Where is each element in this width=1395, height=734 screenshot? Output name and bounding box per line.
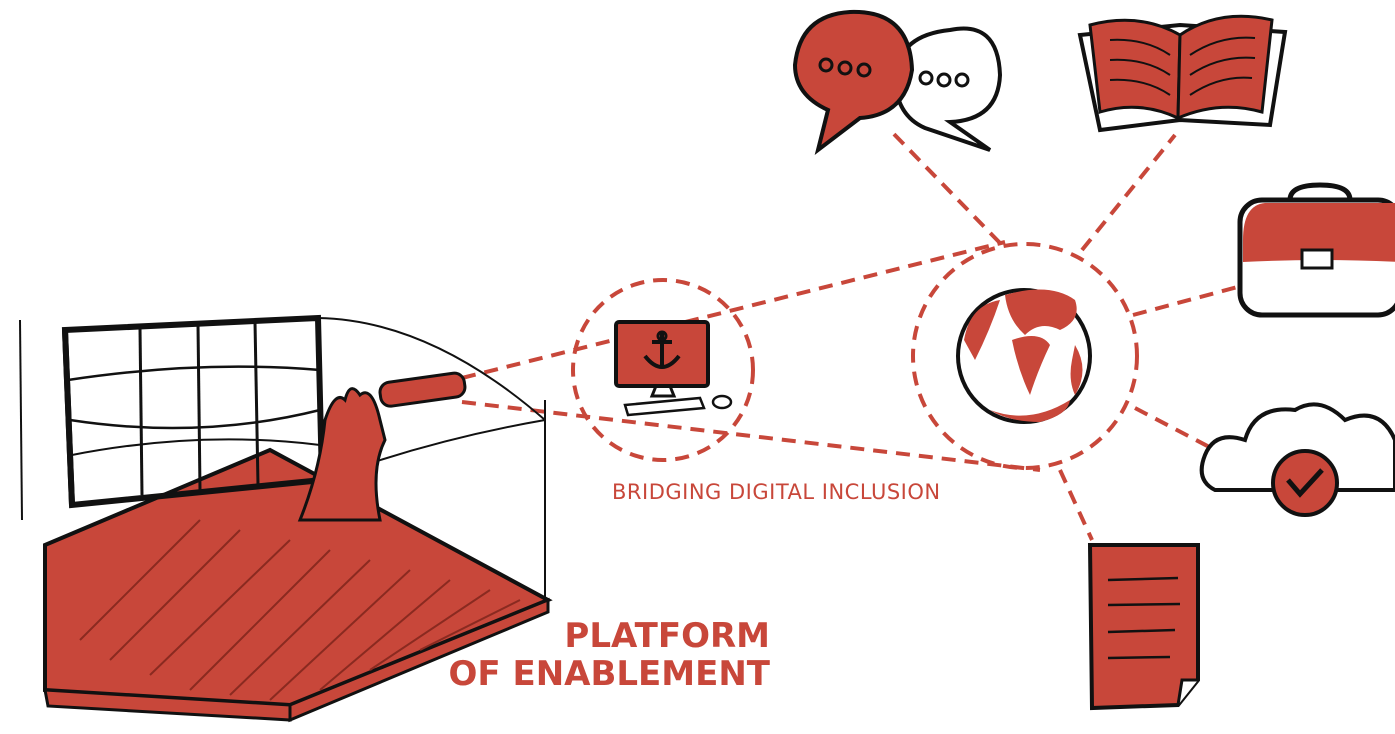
connector-document bbox=[1058, 469, 1094, 541]
connector-briefcase bbox=[1132, 283, 1246, 317]
chat-bubbles-icon bbox=[792, 9, 1003, 156]
headline-line-2: OF ENABLEMENT bbox=[448, 654, 770, 694]
connector-cloud bbox=[1134, 406, 1216, 452]
briefcase-icon bbox=[1237, 182, 1395, 318]
globe-icon bbox=[956, 288, 1092, 424]
caption-label: BRIDGING DIGITAL INCLUSION bbox=[612, 480, 941, 504]
globe-ring bbox=[911, 242, 1139, 470]
connector-chat bbox=[888, 128, 1002, 245]
cloud-check-icon bbox=[1199, 402, 1395, 517]
connector-platform-bottom bbox=[461, 400, 1041, 472]
headline-line-1: PLATFORM bbox=[564, 616, 770, 656]
document-icon bbox=[1087, 543, 1200, 711]
connector-book bbox=[1080, 133, 1177, 252]
headline: PLATFORM OF ENABLEMENT bbox=[440, 617, 770, 693]
connector-platform-top bbox=[461, 240, 1006, 380]
platform-box-icon bbox=[19, 314, 553, 723]
open-book-icon bbox=[1077, 14, 1288, 133]
computer-anchor-icon bbox=[614, 320, 733, 417]
computer-ring bbox=[571, 278, 755, 462]
connectors bbox=[461, 128, 1246, 541]
